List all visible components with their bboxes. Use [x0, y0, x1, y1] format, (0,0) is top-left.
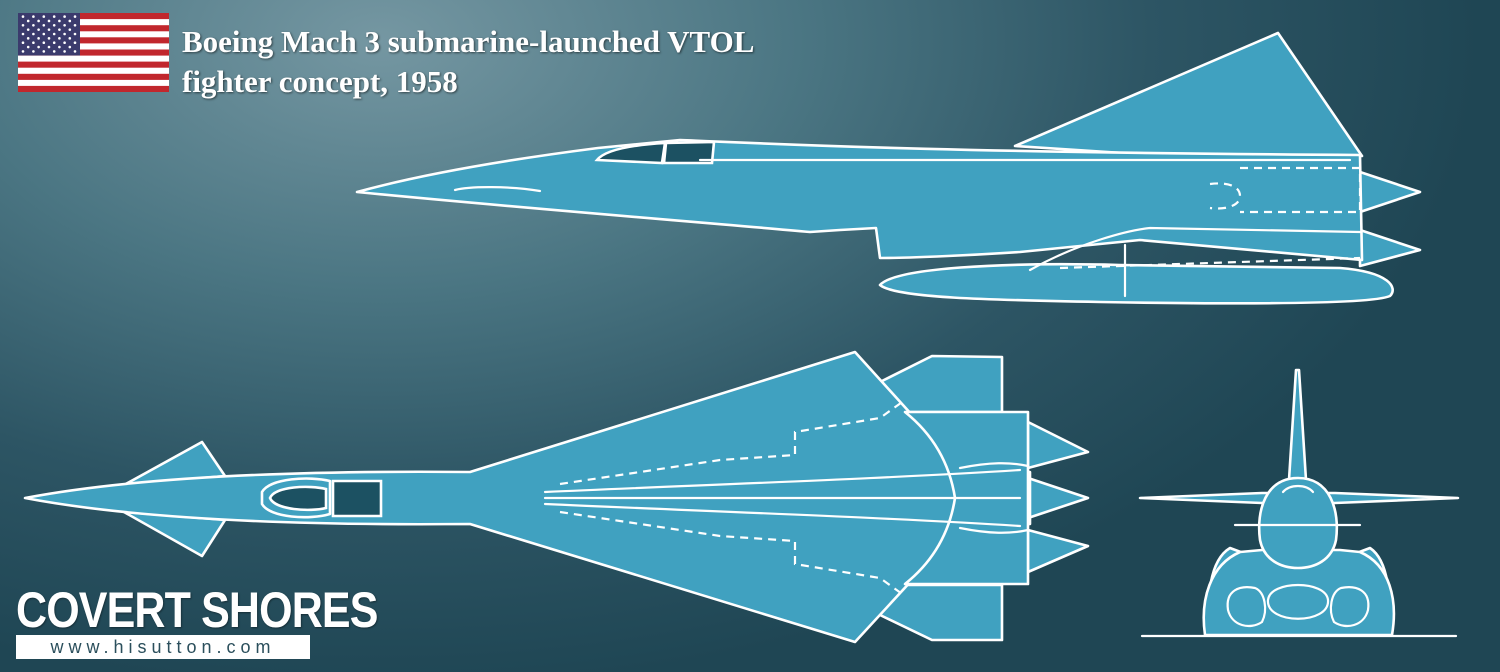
front-lower-body: [1202, 548, 1396, 637]
flag-star: [73, 15, 77, 18]
flag-star: [37, 28, 40, 31]
brand-logo: COVERT SHORES www.hisutton.com: [16, 582, 378, 659]
flag-star: [58, 28, 61, 31]
title-line-1: Boeing Mach 3 submarine-launched VTOL: [182, 24, 755, 59]
flag-star: [52, 24, 56, 27]
flag-star: [63, 24, 66, 27]
flag-star: [73, 41, 77, 44]
flag-star: [52, 15, 56, 18]
flag-star: [68, 19, 72, 23]
flag-star: [37, 45, 40, 49]
flag-star: [21, 50, 25, 53]
top-nacelle-divider-1: [958, 462, 1030, 470]
title: Boeing Mach 3 submarine-launched VTOL fi…: [182, 22, 754, 102]
top-nozzle-2: [1026, 476, 1090, 520]
top-view: [23, 350, 1090, 644]
flag-star: [47, 28, 51, 31]
flag-star: [21, 15, 25, 18]
side-engine-cap: [1209, 182, 1242, 210]
front-fuselage: [1257, 476, 1339, 570]
flag-star: [63, 50, 66, 53]
top-nacelle-divider-2: [958, 526, 1030, 534]
flag-star: [26, 45, 30, 49]
title-line-2: fighter concept, 1958: [182, 64, 458, 99]
flag-star: [47, 37, 51, 40]
side-ventral-pod: [878, 262, 1394, 305]
flag-star: [32, 24, 35, 27]
flag-star: [26, 19, 30, 23]
side-highlight: [453, 186, 542, 193]
flag-star: [73, 24, 77, 27]
side-intake-line: [1028, 226, 1362, 272]
flag-star: [63, 41, 66, 44]
flag-star: [58, 37, 61, 40]
flag-star: [21, 24, 25, 27]
flag-star: [58, 19, 61, 23]
top-wing-body: [23, 350, 1032, 644]
front-fuselage-inner: [1281, 484, 1315, 494]
side-fuselage: [355, 138, 1364, 262]
flag-star: [68, 37, 72, 40]
top-body-upper: [543, 468, 1022, 494]
flag-star: [26, 28, 30, 31]
flag-star: [42, 15, 46, 18]
flag-star: [63, 15, 66, 18]
flag-star: [73, 50, 77, 53]
flag-star: [37, 37, 40, 40]
flag-star: [32, 32, 35, 36]
us-flag-icon: [18, 13, 169, 92]
front-fin: [1287, 368, 1308, 482]
flag-star: [52, 32, 56, 36]
top-canopy-rear: [331, 479, 383, 518]
flag-star: [73, 32, 77, 36]
flag-star: [32, 41, 35, 44]
flag-star: [47, 19, 51, 23]
flag-star: [32, 15, 35, 18]
side-canopy-rear: [662, 140, 716, 165]
top-nozzle-3: [1026, 528, 1090, 574]
top-intake-dash-lower: [559, 510, 906, 597]
front-intake-ring-right: [1329, 586, 1370, 628]
brand-name: COVERT SHORES: [16, 582, 378, 638]
flag-star: [21, 41, 25, 44]
brand-url: www.hisutton.com: [16, 635, 310, 659]
flag-star: [21, 32, 25, 36]
flag-star: [42, 32, 46, 36]
flag-star: [52, 50, 56, 53]
flag-star: [37, 19, 40, 23]
top-canopy-front: [268, 485, 328, 512]
front-intake-ring-left: [1226, 586, 1267, 628]
top-nozzle-1: [1026, 420, 1090, 470]
side-nozzle-middle: [1358, 228, 1422, 268]
flag-star: [58, 45, 61, 49]
flag-star: [42, 50, 46, 53]
flag-star: [68, 45, 72, 49]
side-view: [355, 31, 1422, 305]
flag-star: [32, 50, 35, 53]
front-view: [1138, 368, 1460, 638]
flag-star: [52, 41, 56, 44]
side-vertical-tail: [1013, 31, 1364, 160]
side-engine-box: [1240, 166, 1362, 214]
flag-star: [47, 45, 51, 49]
flag-star: [63, 32, 66, 36]
front-belly-ring: [1266, 583, 1330, 620]
flag-star: [68, 28, 72, 31]
flag-star: [42, 41, 46, 44]
side-nozzle-upper: [1358, 170, 1422, 214]
flag-star: [42, 24, 46, 27]
flag-star: [26, 37, 30, 40]
top-body-lower: [543, 502, 1022, 528]
top-intake-dash-upper: [559, 399, 906, 486]
